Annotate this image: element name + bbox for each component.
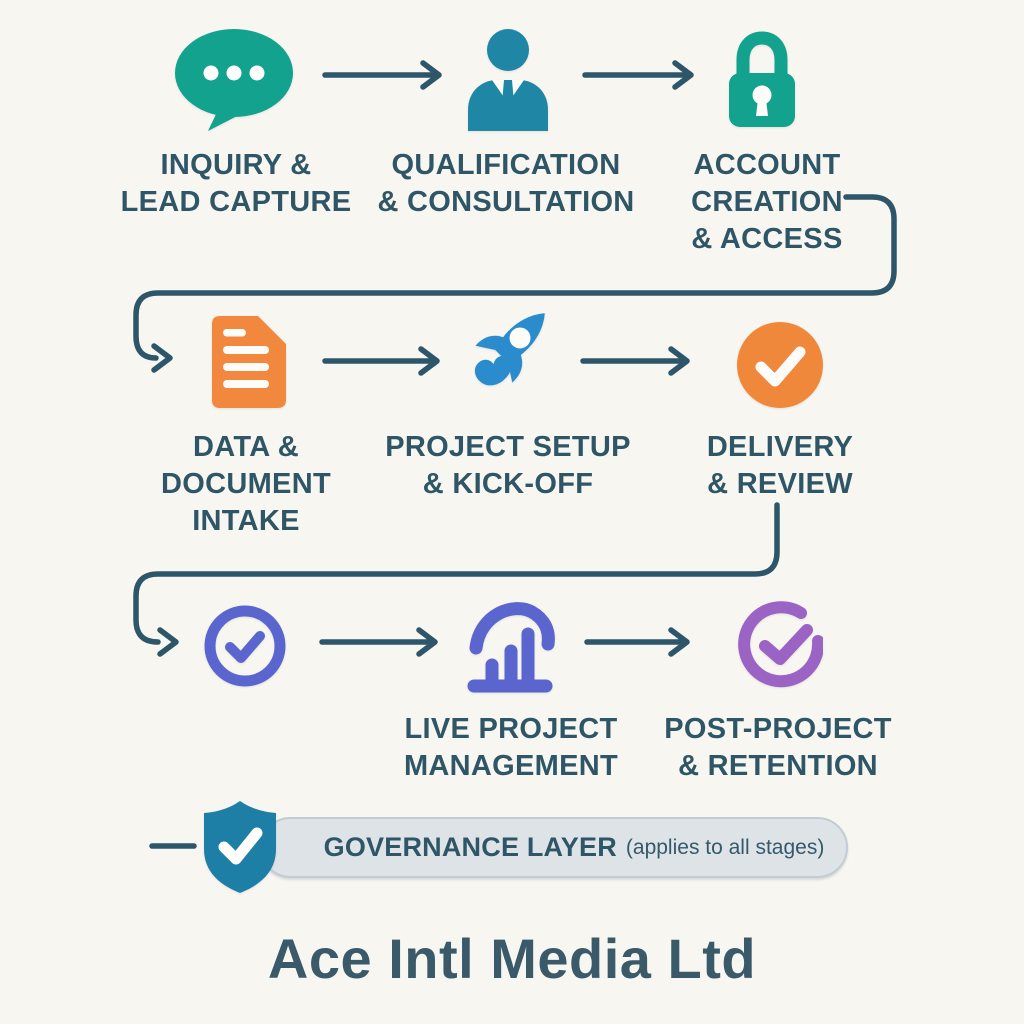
shield-check-icon (199, 799, 281, 895)
check-circle-icon (737, 322, 823, 408)
document-icon (206, 316, 286, 408)
stage-label: ACCOUNT CREATION & ACCESS (691, 149, 843, 255)
stage-label: QUALIFICATION & CONSULTATION (377, 149, 635, 218)
arrow-right (580, 346, 690, 376)
person-icon (463, 27, 553, 131)
chat-bubble-icon (173, 28, 295, 132)
stage-label: PROJECT SETUP & KICK-OFF (385, 431, 631, 500)
arrow-right (582, 60, 694, 90)
bar-chart-icon (464, 598, 556, 696)
stage-label: LIVE PROJECT MANAGEMENT (403, 713, 619, 782)
company-name: Ace Intl Media Ltd (267, 927, 757, 990)
arrow-right (322, 60, 442, 90)
arrow-right (322, 346, 440, 376)
lock-icon (722, 29, 802, 127)
rocket-icon (456, 308, 550, 404)
stage-label: INQUIRY & LEAD CAPTURE (120, 149, 352, 218)
governance-note: (applies to all stages) (625, 835, 825, 859)
governance-layer-bar: GOVERNANCE LAYER (applies to all stages) (260, 817, 848, 878)
stage-label: DATA & DOCUMENT INTAKE (161, 431, 331, 537)
governance-title: GOVERNANCE LAYER (323, 832, 617, 862)
cycle-check-icon (737, 600, 823, 688)
stage-label: POST-PROJECT & RETENTION (664, 713, 892, 782)
arrow-right (584, 627, 690, 657)
ring-check-icon (204, 604, 286, 688)
arrow-right (319, 627, 438, 657)
stage-label: DELIVERY & REVIEW (706, 431, 854, 500)
